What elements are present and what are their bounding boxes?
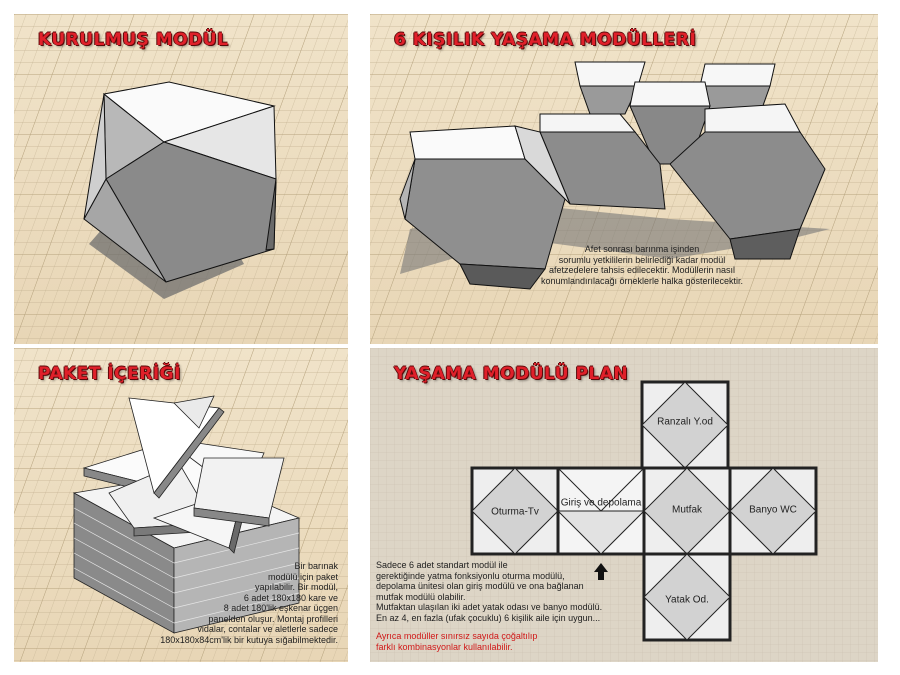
living-modules-drawing	[370, 14, 878, 344]
plan-cell-ranzali	[640, 380, 730, 470]
package-contents-note: Bir barınak modülü için paket yapılabili…	[160, 561, 338, 645]
plan-cell-giris	[556, 466, 646, 556]
package-contents-title: PAKET İÇERİĞİ	[38, 364, 181, 384]
plan-cell-banyo	[728, 466, 818, 556]
living-module-plan-note: Sadece 6 adet standart modül ile gerekti…	[376, 560, 603, 652]
room-label-yatak: Yatak Od.	[665, 594, 709, 606]
panel-living-modules: 6 KIŞILIK YAŞAMA MODÜLLERİ Afet sonrası …	[370, 14, 878, 344]
plan-cell-yatak	[642, 552, 732, 642]
panel-assembled-module: KURULMUŞ MODÜL	[14, 14, 348, 344]
assembled-module-title: KURULMUŞ MODÜL	[38, 30, 229, 50]
living-modules-note: Afet sonrası barınma işinden sorumlu yet…	[540, 244, 744, 286]
panel-living-module-plan: YAŞAMA MODÜLÜ PLAN Ranzalı Y.od Oturma-T…	[370, 348, 878, 662]
living-module-plan-title: YAŞAMA MODÜLÜ PLAN	[394, 364, 629, 384]
room-label-oturma: Oturma-Tv	[491, 506, 539, 518]
room-label-banyo: Banyo WC	[749, 504, 797, 516]
package-contents-drawing	[14, 348, 348, 662]
room-label-mutfak: Mutfak	[671, 504, 703, 516]
living-modules-title: 6 KIŞILIK YAŞAMA MODÜLLERİ	[394, 30, 697, 50]
living-module-plan-drawing	[370, 348, 878, 662]
room-label-ranzali: Ranzalı Y.od	[657, 416, 713, 428]
room-label-giris: Giriş ve depolama	[560, 497, 642, 509]
panel-package-contents: PAKET İÇERİĞİ Bir barınak modülü için pa…	[14, 348, 348, 662]
entrance-arrow-icon	[594, 563, 608, 580]
assembled-module-drawing	[14, 14, 348, 344]
